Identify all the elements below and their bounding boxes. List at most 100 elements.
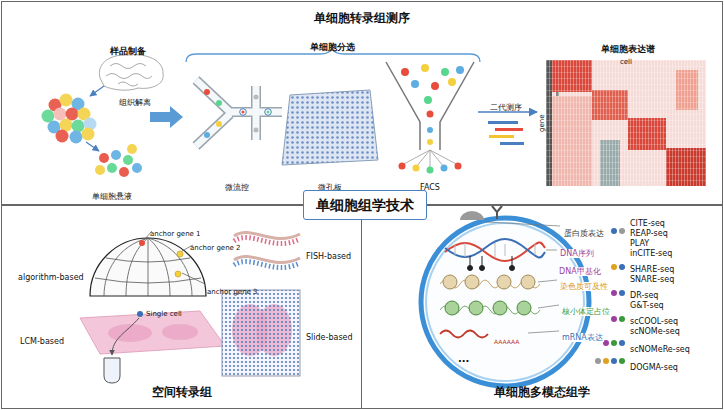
nucleosome [517, 301, 531, 315]
text-label: SHARE-seq [630, 265, 674, 274]
nucleosome [440, 301, 540, 315]
label-holder: 二代测序 [490, 96, 522, 114]
globe [177, 251, 183, 257]
modality-dot [595, 228, 625, 364]
facs-sorter [456, 66, 464, 74]
big-arrow [150, 106, 183, 128]
chromatin [497, 275, 511, 289]
cell-suspension [132, 163, 142, 173]
panel-heading: 空间转录组 [152, 384, 212, 401]
lcm-slide [80, 311, 225, 354]
microwell-plate [282, 90, 378, 165]
text-label: DNA序列 DNA甲基化 [559, 249, 602, 276]
microfluidic-chip [204, 89, 210, 95]
text-label: scNOMeRe-seq [630, 345, 690, 354]
surface-protein [460, 211, 484, 220]
heatmap [546, 60, 706, 186]
brain-outline [99, 55, 163, 91]
globe [175, 271, 181, 277]
microfluidic-chip [242, 111, 245, 114]
lcm-slide [137, 311, 143, 317]
text-label: inCITE-seq [630, 249, 672, 258]
modality-dot [619, 264, 625, 270]
section-label: 单细胞分选 [310, 42, 355, 52]
fish-probes [234, 262, 300, 268]
text-label: scNOMe-seq [630, 327, 680, 336]
modality-dot [619, 316, 625, 322]
label-holder: ... [458, 348, 469, 366]
modality-dot [619, 340, 625, 346]
text-label: PLAY [630, 239, 649, 248]
modality-dot [603, 358, 609, 364]
facs-sorter [386, 62, 474, 174]
label-holder: scCOOL-seq [630, 310, 678, 328]
modality-dot [595, 358, 601, 364]
label-holder: 染色质可及性 [559, 275, 609, 293]
text-label: FISH-based [306, 252, 351, 261]
cell-membrane [421, 218, 589, 386]
section-label: 样品制备 [110, 46, 146, 56]
dna-helix [445, 239, 545, 258]
microfluidic-chip [254, 95, 259, 100]
facs-sorter [401, 68, 409, 76]
microfluidic-chip [265, 109, 272, 116]
text-label: DR-seq [630, 291, 658, 300]
brain-outline [118, 82, 138, 86]
facs-sorter [427, 111, 434, 118]
leader-line [538, 280, 557, 282]
label-holder: Slide-based [306, 326, 353, 344]
panel-heading: 单细胞多模态组学 [494, 384, 590, 401]
label-holder: 蛋白质表达 [563, 222, 605, 240]
label-holder: anchor gene 1 [150, 222, 201, 240]
chromatin [521, 275, 535, 289]
sequencing-arrow [478, 112, 537, 145]
label-holder: mRNA表达 [561, 326, 604, 344]
cell-cluster [42, 94, 97, 144]
facs-sorter [441, 68, 449, 76]
text-label: 染色质可及性 [559, 282, 609, 291]
label-holder: 核小体定占位 [561, 300, 611, 318]
section-panel: 单细胞转录组测序 [1, 1, 723, 205]
methylation-mark [512, 256, 513, 266]
globe [95, 238, 201, 296]
modality-dot [611, 358, 617, 364]
label-holder: PLAY [630, 232, 649, 250]
cell-cluster [70, 131, 83, 144]
microfluidic-chip [216, 121, 222, 127]
text-label: 核小体定占位 [561, 307, 611, 316]
cell-membrane [426, 223, 584, 381]
facs-sorter [413, 165, 420, 172]
leader-line [182, 273, 205, 284]
cell-cluster [56, 130, 69, 143]
label-holder: cell [620, 50, 632, 68]
panel-heading: 单细胞组学技术 [316, 197, 414, 213]
heatmap [546, 60, 706, 186]
cell-cluster [66, 108, 79, 121]
text-label: gene [538, 114, 546, 132]
cell-cluster [60, 94, 73, 107]
modality-dot [619, 290, 625, 296]
cell-cluster [54, 108, 67, 121]
label-holder: CITE-seq [630, 212, 665, 230]
label-holder: algorithm-based [18, 266, 84, 284]
cell-suspension [95, 144, 142, 177]
brain-outline [99, 55, 163, 91]
facs-sorter [424, 96, 432, 104]
section-panel: 单细胞多模态组学 [362, 205, 723, 409]
facs-sorter [411, 80, 419, 88]
text-label: DOGMA-seq [630, 363, 678, 372]
text-label: CITE-seq [630, 219, 665, 228]
leader-line [144, 231, 205, 284]
microfluidic-chip [204, 132, 210, 138]
cell-cluster [82, 128, 95, 141]
globe [139, 240, 145, 246]
text-label: G&T-seq [630, 301, 664, 310]
label-holder: SNARE-seq [630, 268, 674, 286]
facs-sorter [427, 139, 433, 145]
label-holder: gene [530, 114, 548, 132]
cell-suspension [119, 167, 129, 177]
fish-probes [234, 233, 300, 268]
label-holder: FISH-based [306, 245, 351, 263]
section-label: ... [458, 353, 469, 364]
